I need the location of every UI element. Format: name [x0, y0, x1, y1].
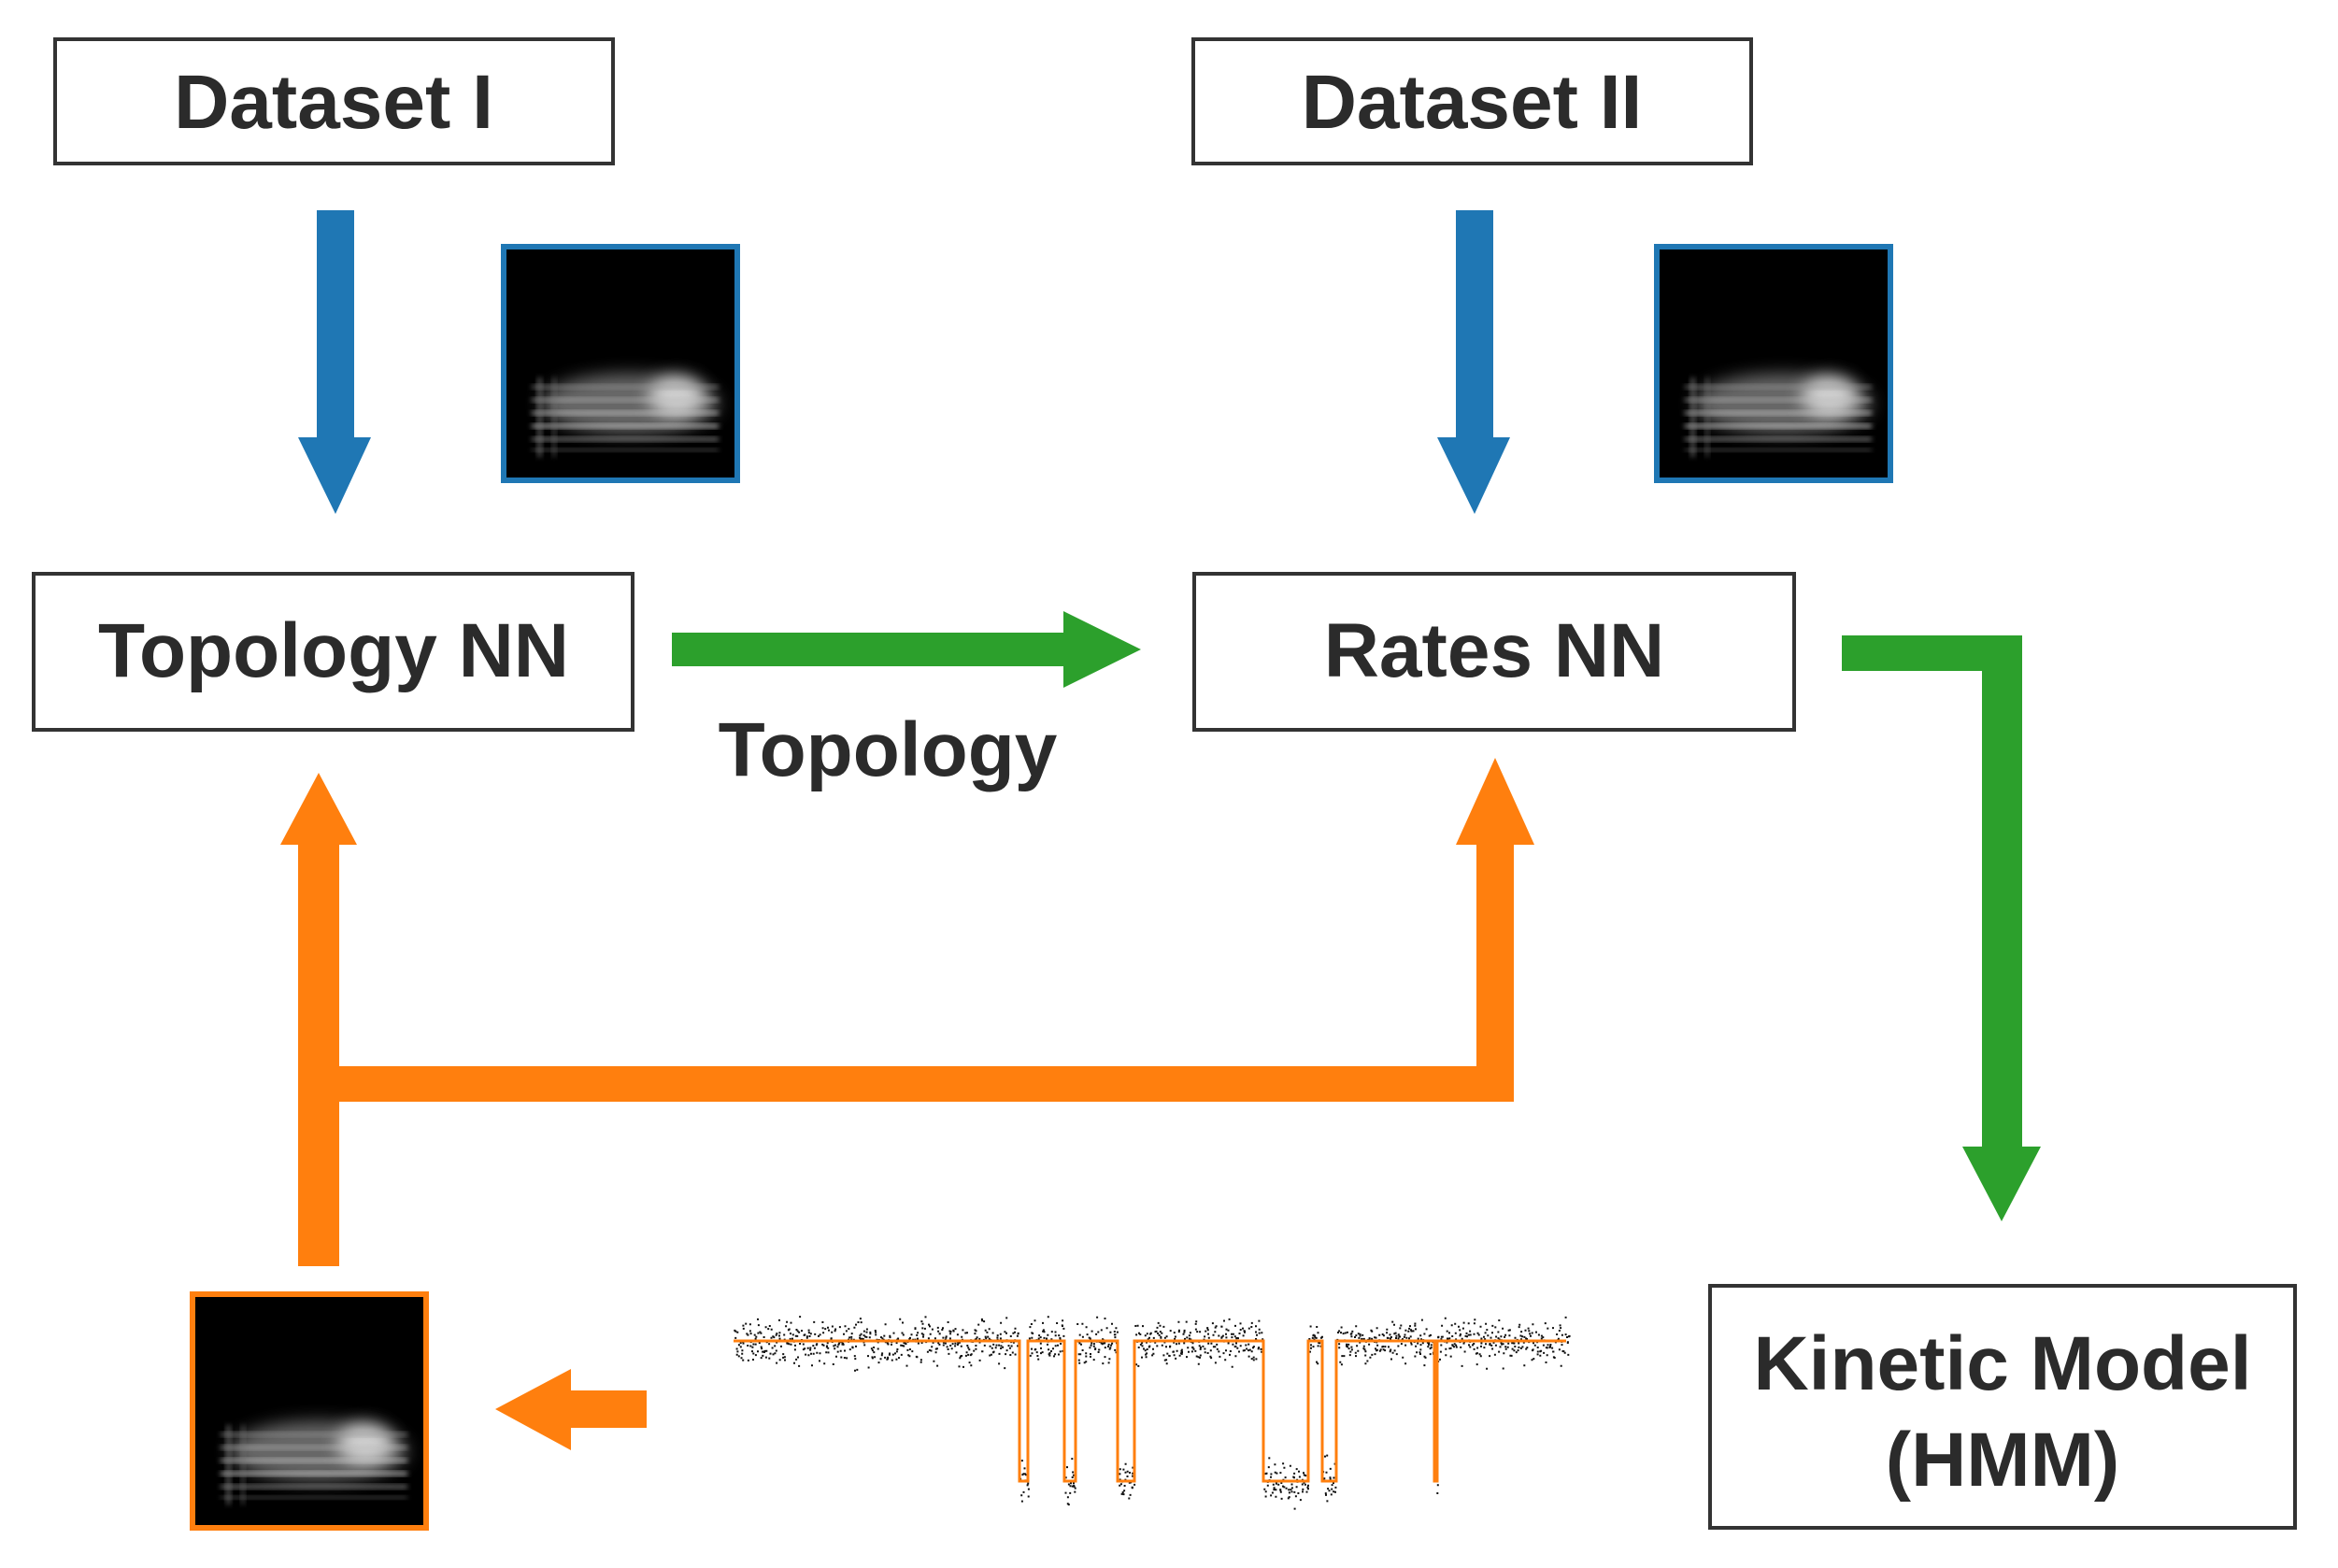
trace-fit-line: [734, 1339, 1566, 1483]
green-arrow-to-kinetic-model: [1842, 635, 2041, 1221]
green-arrow-topology: [672, 611, 1141, 688]
blue-arrow-dataset-2: [1437, 210, 1510, 514]
blue-arrow-dataset-1: [298, 210, 371, 514]
dataset-2-box: Dataset II: [1191, 37, 1753, 165]
kinetic-model-box: Kinetic Model (HMM): [1708, 1284, 2297, 1530]
topology-nn-box: Topology NN: [32, 572, 634, 732]
orange-arrow-feedback: [280, 758, 1534, 1266]
trace-plot: [734, 1316, 1571, 1510]
kinetic-model-label: Kinetic Model: [1753, 1321, 2251, 1406]
dataset-2-label: Dataset II: [1302, 60, 1643, 145]
rates-nn-box: Rates NN: [1192, 572, 1796, 732]
rates-nn-label: Rates NN: [1324, 608, 1665, 693]
heatmap-dataset-2: [1654, 244, 1893, 483]
topology-nn-label: Topology NN: [98, 608, 569, 693]
dataset-1-box: Dataset I: [53, 37, 615, 165]
topology-arrow-label: Topology: [719, 707, 1058, 792]
heatmap-simulated: [190, 1291, 429, 1531]
trace-data-points: [734, 1316, 1571, 1510]
orange-arrow-trace-to-heatmap: [495, 1369, 647, 1450]
hmm-label: (HMM): [1886, 1418, 2119, 1503]
heatmap-dataset-1: [501, 244, 740, 483]
dataset-1-label: Dataset I: [174, 60, 493, 145]
